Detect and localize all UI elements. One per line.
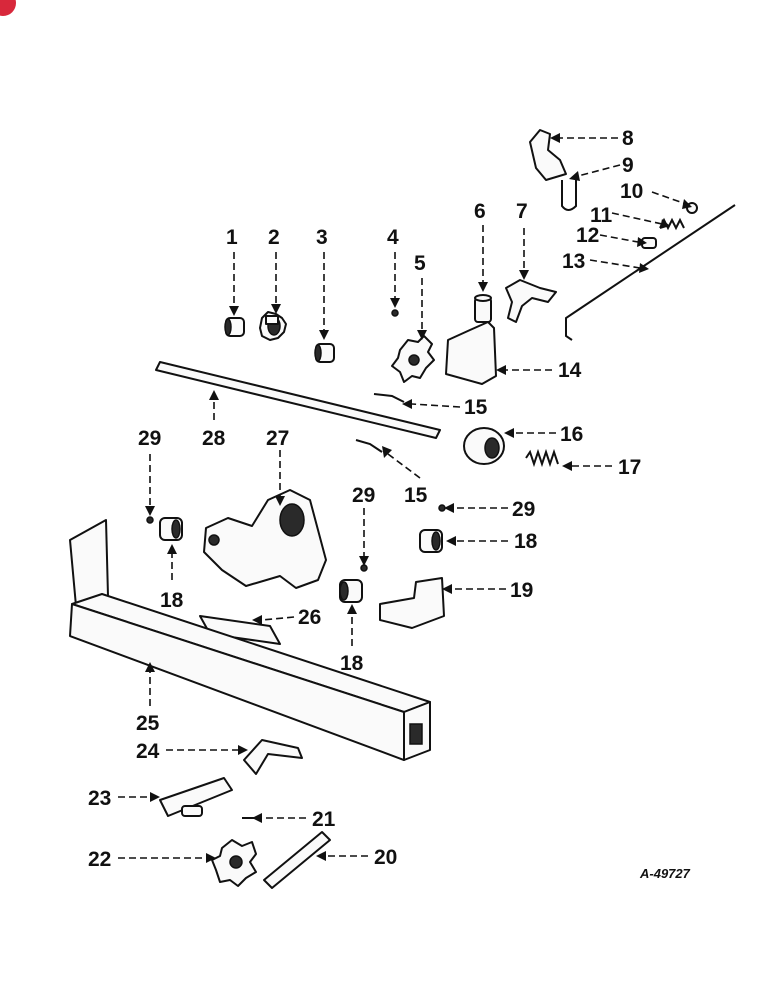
callout-26: 26 — [298, 606, 321, 629]
callout-1: 1 — [226, 226, 238, 249]
callout-24: 24 — [136, 740, 160, 763]
callout-17: 17 — [618, 456, 641, 479]
callout-5: 5 — [414, 252, 426, 275]
callout-15-upper: 15 — [464, 396, 488, 419]
part-7-lever — [505, 279, 557, 323]
corner-badge — [0, 0, 16, 16]
part-2-gear — [259, 311, 287, 341]
callout-25: 25 — [136, 712, 160, 735]
callout-21: 21 — [312, 808, 336, 831]
part-18-bushing-right — [419, 529, 443, 553]
part-22-sprocket — [211, 839, 257, 887]
part-20-chain — [263, 831, 331, 889]
callout-18-left: 18 — [160, 589, 184, 612]
part-15-clip-upper — [373, 393, 405, 403]
callout-23: 23 — [88, 787, 111, 810]
callout-11: 11 — [590, 204, 613, 227]
callout-22: 22 — [88, 848, 111, 871]
callout-18-right: 18 — [514, 530, 538, 553]
callout-28: 28 — [202, 427, 226, 450]
part-14-bracket — [445, 321, 497, 385]
part-24-bracket — [243, 739, 303, 775]
callout-4: 4 — [387, 226, 399, 249]
part-8-bracket — [529, 129, 567, 181]
callout-27: 27 — [266, 427, 289, 450]
part-18-bushing-left — [159, 517, 183, 541]
part-17-spring — [525, 448, 559, 468]
callout-8: 8 — [622, 127, 634, 150]
part-27-gear-housing — [203, 489, 327, 589]
callout-9: 9 — [622, 154, 634, 177]
callout-10: 10 — [620, 180, 643, 203]
part-15-clip-lower — [355, 439, 383, 453]
part-23-arm — [159, 777, 233, 817]
callout-18-middle: 18 — [340, 652, 364, 675]
parts-drawings — [69, 129, 736, 889]
callout-29-left: 29 — [138, 427, 161, 450]
callout-12: 12 — [576, 224, 599, 247]
callout-7: 7 — [516, 200, 528, 223]
part-13-rod — [565, 204, 736, 341]
part-9-u-bolt — [561, 180, 577, 211]
part-18-bushing-middle — [339, 579, 363, 603]
part-5-sprocket — [391, 335, 435, 383]
callout-29-middle: 29 — [352, 484, 375, 507]
part-29-pin-left — [146, 516, 154, 524]
part-19-bracket — [379, 577, 445, 629]
callout-2: 2 — [268, 226, 280, 249]
callout-16: 16 — [560, 423, 583, 446]
part-3-bushing — [314, 343, 335, 363]
callout-19: 19 — [510, 579, 533, 602]
part-28-shaft — [155, 361, 441, 439]
part-16-hub — [463, 427, 505, 465]
leader-lines — [118, 133, 692, 863]
callout-20: 20 — [374, 846, 397, 869]
part-4-pin — [391, 309, 399, 317]
callout-15-lower: 15 — [404, 484, 428, 507]
callout-14: 14 — [558, 359, 582, 382]
part-25-frame-tube — [69, 519, 431, 761]
part-1-bushing — [224, 317, 245, 337]
callout-labels: 1 2 3 4 5 6 7 8 9 10 11 12 13 14 15 15 1… — [88, 127, 643, 871]
callout-3: 3 — [316, 226, 328, 249]
part-6-fitting — [474, 294, 492, 323]
callout-29-right: 29 — [512, 498, 535, 521]
part-11-spring — [659, 217, 685, 231]
callout-13: 13 — [562, 250, 585, 273]
reference-code: A-49727 — [639, 866, 691, 881]
callout-6: 6 — [474, 200, 486, 223]
